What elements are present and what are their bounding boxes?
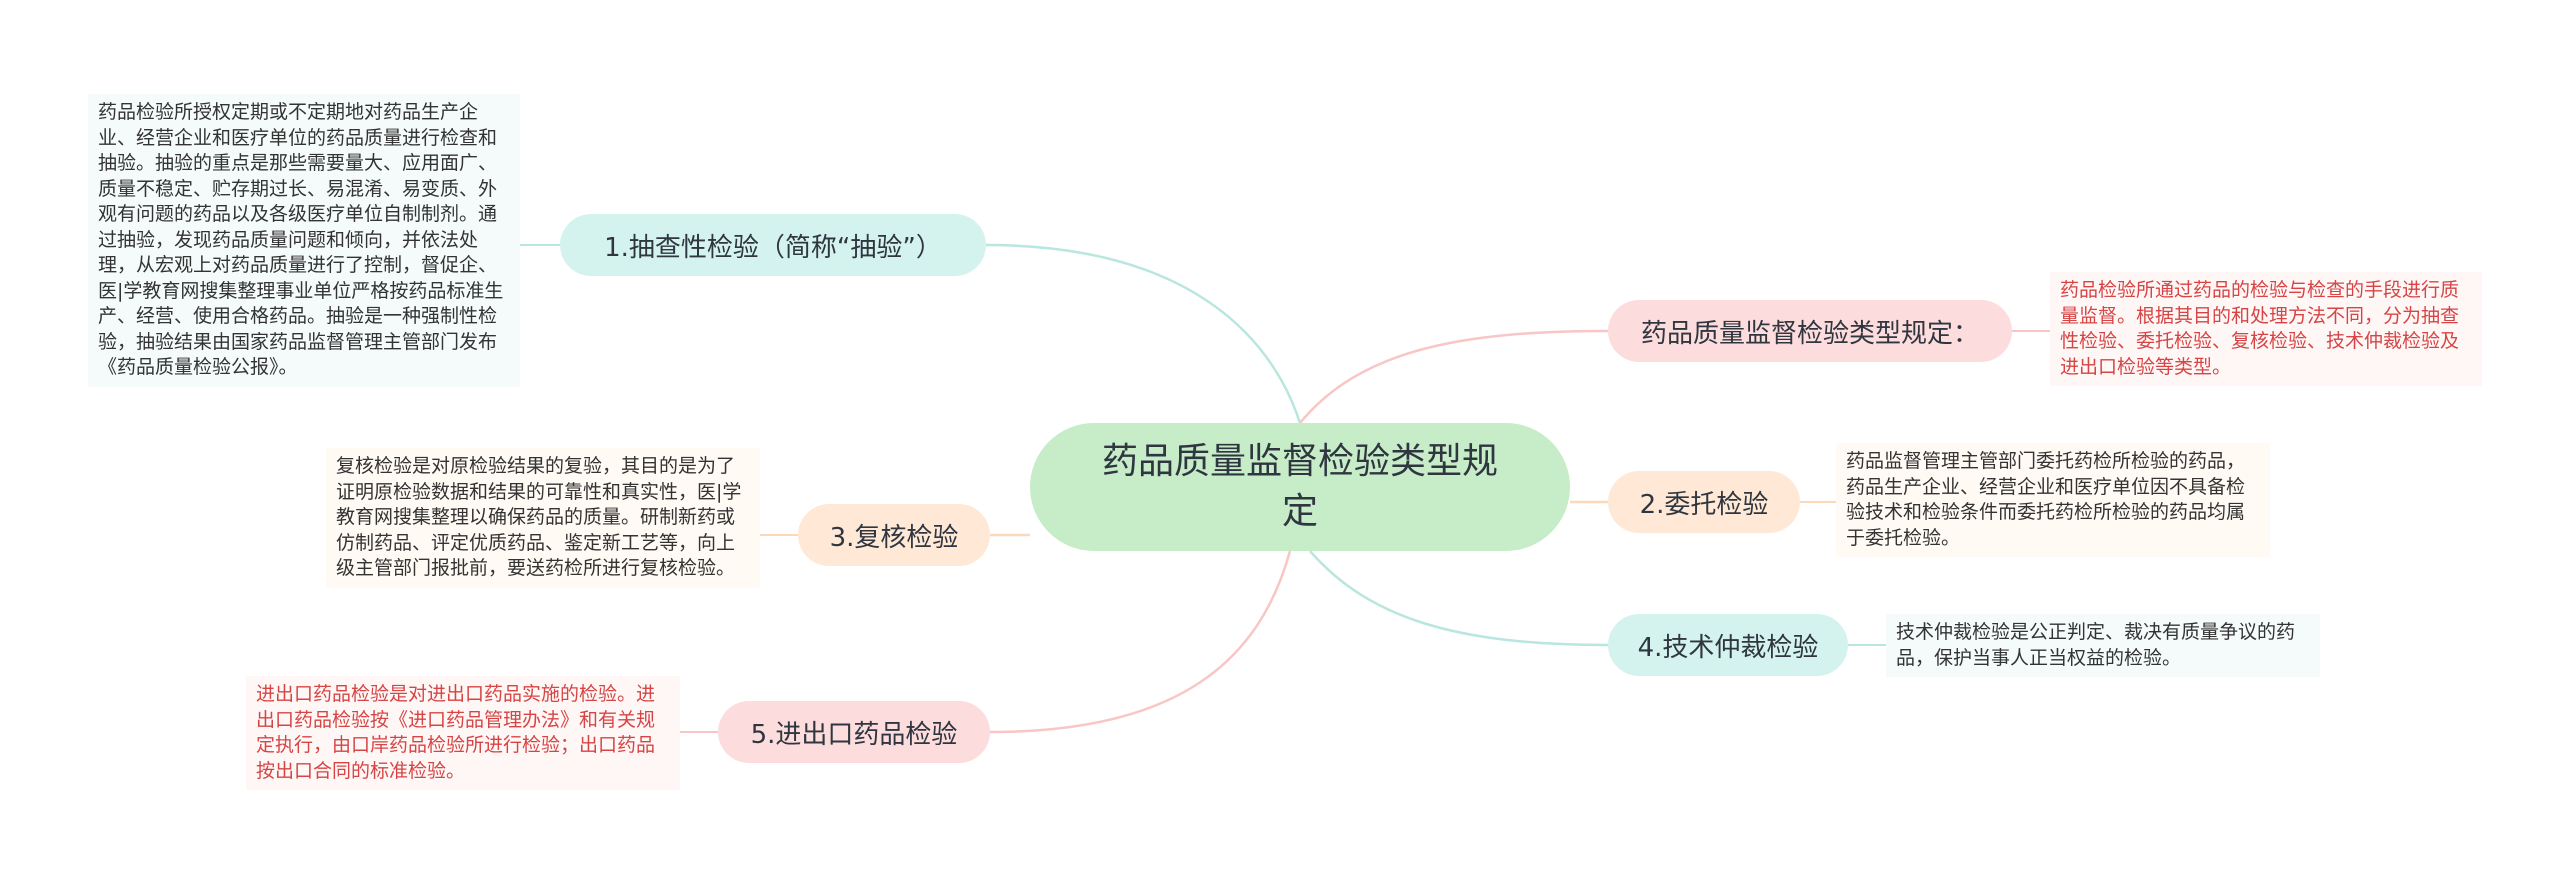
note-commissioned-inspection: 药品监督管理主管部门委托药检所检验的药品，药品生产企业、经营企业和医疗单位因不具… xyxy=(1836,443,2270,557)
link-root-b5 xyxy=(989,550,1292,734)
branch-type-rules[interactable]: 药品质量监督检验类型规定： xyxy=(1608,300,2012,362)
root-topic[interactable]: 药品质量监督检验类型规定 xyxy=(1030,423,1570,551)
note-import-export-inspection: 进出口药品检验是对进出口药品实施的检验。进出口药品检验按《进口药品管理办法》和有… xyxy=(246,676,680,790)
note-spot-check: 药品检验所授权定期或不定期地对药品生产企业、经营企业和医疗单位的药品质量进行检查… xyxy=(88,94,520,387)
branch-review-inspection[interactable]: 3.复核检验 xyxy=(798,504,990,566)
branch-arbitration-inspection[interactable]: 4.技术仲裁检验 xyxy=(1608,614,1848,676)
link-root-b4 xyxy=(1309,550,1609,647)
note-arbitration-inspection: 技术仲裁检验是公正判定、裁决有质量争议的药品，保护当事人正当权益的检验。 xyxy=(1886,614,2320,677)
note-type-rules: 药品检验所通过药品的检验与检查的手段进行质量监督。根据其目的和处理方法不同，分为… xyxy=(2050,272,2482,386)
branch-import-export-inspection[interactable]: 5.进出口药品检验 xyxy=(718,701,990,763)
link-root-b0 xyxy=(1299,329,1609,424)
branch-commissioned-inspection[interactable]: 2.委托检验 xyxy=(1608,471,1800,533)
link-root-b1 xyxy=(985,243,1302,424)
note-review-inspection: 复核检验是对原检验结果的复验，其目的是为了证明原检验数据和结果的可靠性和真实性，… xyxy=(326,448,760,588)
branch-spot-check[interactable]: 1.抽查性检验（简称“抽验”） xyxy=(560,214,986,276)
